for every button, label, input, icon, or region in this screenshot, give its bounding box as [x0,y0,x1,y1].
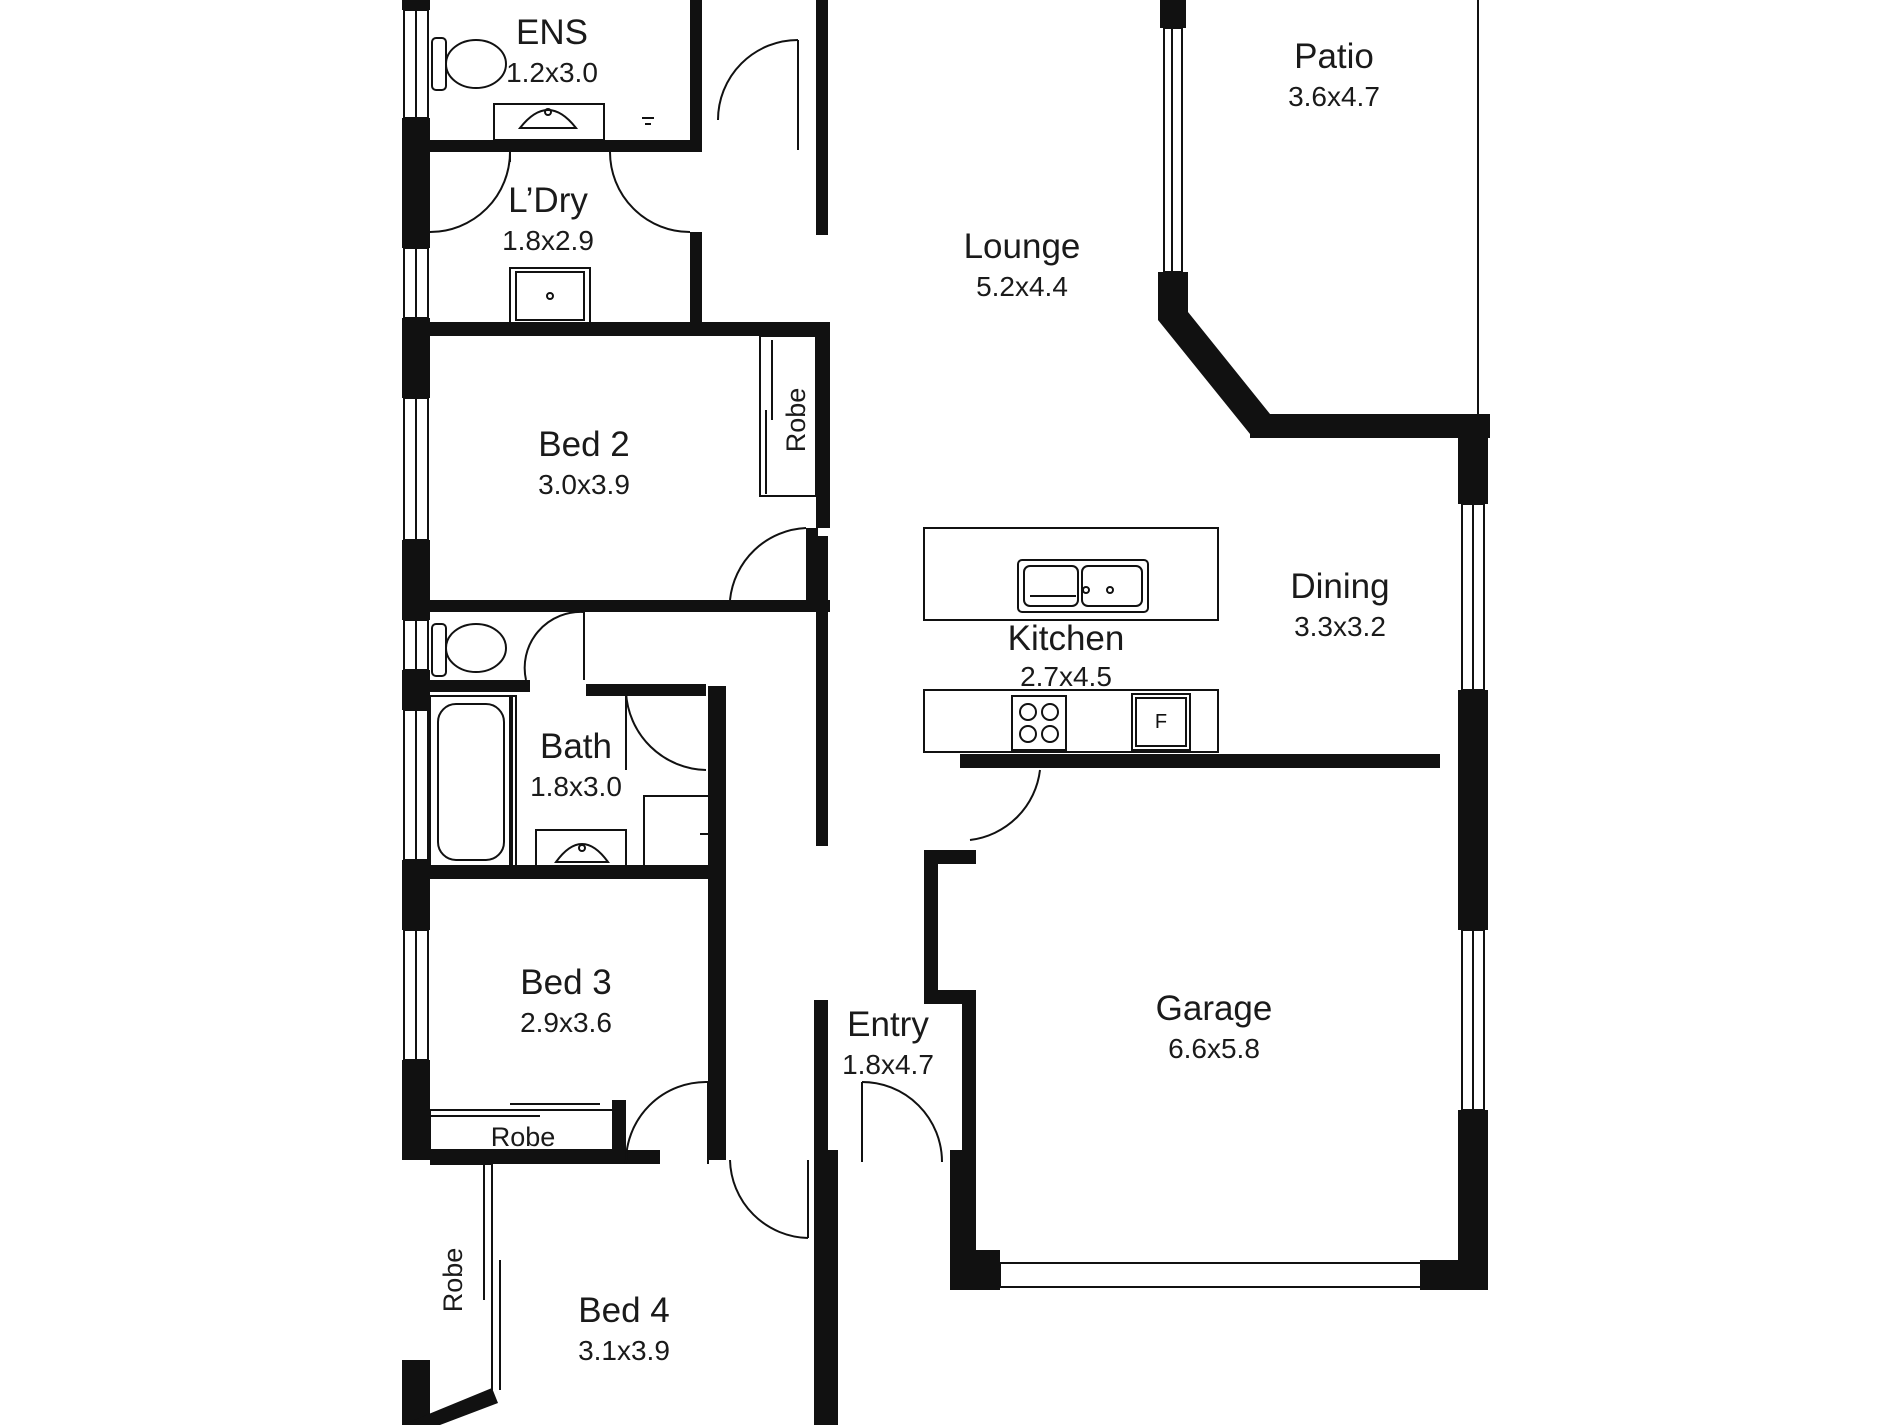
room-dims-lounge: 5.2x4.4 [976,271,1068,302]
room-name-garage: Garage [1156,989,1273,1028]
room-dims-ens: 1.2x3.0 [506,57,598,88]
room-dims-dining: 3.3x3.2 [1294,611,1386,642]
room-name-kitchen: Kitchen [1008,619,1125,658]
room-dims-bath: 1.8x3.0 [530,771,622,802]
robe-outlines [429,335,817,1390]
room-name-bath: Bath [540,727,612,766]
room-name-patio: Patio [1294,37,1374,76]
room-dims-kitchen: 2.7x4.5 [1020,661,1112,692]
room-name-lounge: Lounge [964,227,1081,266]
room-name-ldry: L’Dry [508,181,588,220]
room-dims-entry: 1.8x4.7 [842,1049,934,1080]
door-swings [429,39,1041,1239]
room-name-bed2: Bed 2 [538,425,629,464]
room-name-bed3: Bed 3 [520,963,611,1002]
robe-label-bed2: Robe [781,388,811,453]
fridge-label: F [1155,711,1167,733]
room-dims-bed3: 2.9x3.6 [520,1007,612,1038]
room-name-ens: ENS [516,13,588,52]
room-name-entry: Entry [847,1005,929,1044]
room-dims-patio: 3.6x4.7 [1288,81,1380,112]
room-dims-ldry: 1.8x2.9 [502,225,594,256]
room-dims-bed4: 3.1x3.9 [578,1335,670,1366]
robe-label-bed4: Robe [438,1248,468,1313]
walls [402,0,1490,1425]
room-dims-bed2: 3.0x3.9 [538,469,630,500]
room-name-bed4: Bed 4 [578,1291,669,1330]
windows [403,9,1485,1288]
fixtures [429,37,1219,869]
robe-label-bed3: Robe [491,1122,556,1152]
room-name-dining: Dining [1290,567,1389,606]
room-dims-garage: 6.6x5.8 [1168,1033,1260,1064]
